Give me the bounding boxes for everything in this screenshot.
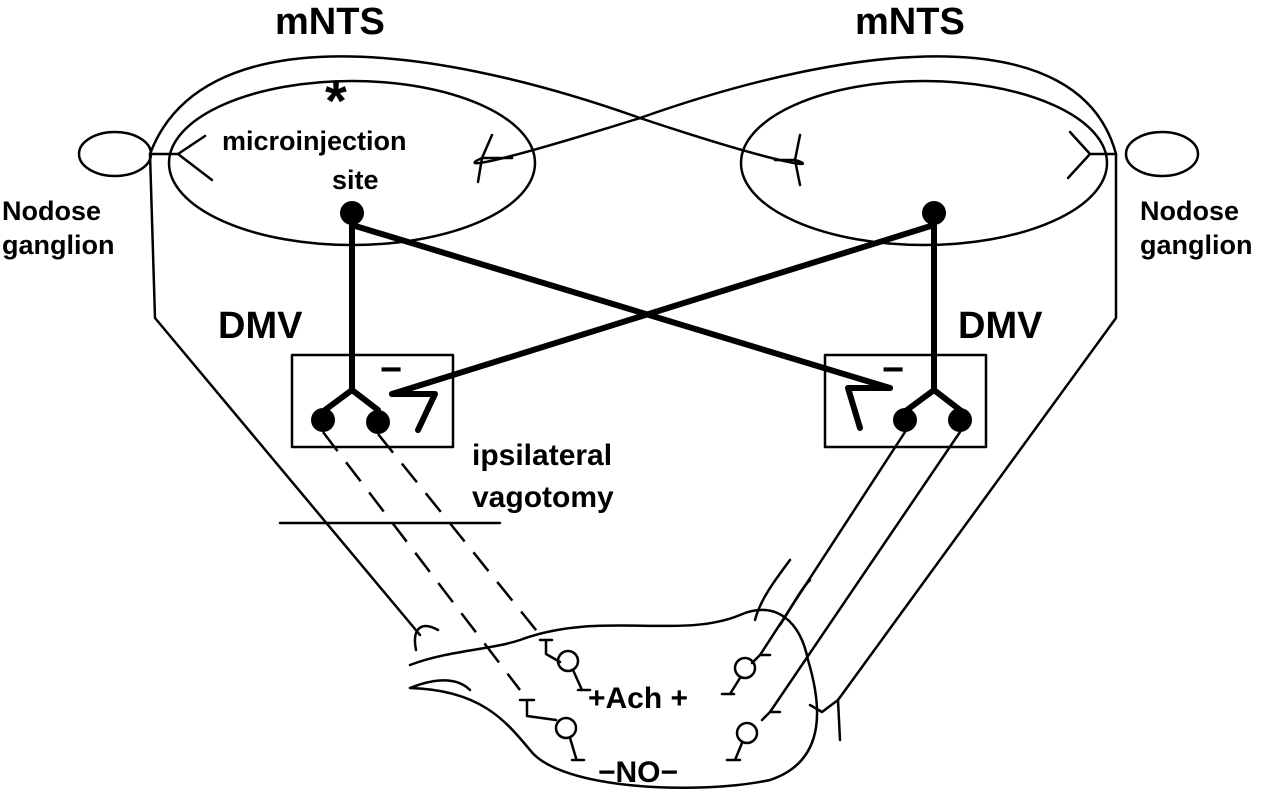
stomach-wall-top-curl — [413, 624, 440, 652]
nodose-left-label-1: Nodose — [2, 196, 101, 226]
dmv-right-minus: − — [882, 349, 904, 391]
nodose-right-label-1: Nodose — [1140, 196, 1239, 226]
dmv-right-fork — [904, 372, 963, 413]
stomach-outline — [408, 608, 819, 789]
efferent-right-2 — [768, 430, 962, 714]
dmv-left-minus: − — [380, 349, 402, 391]
dmv-neuron-left-1 — [311, 408, 335, 432]
mnts-left-label: mNTS — [275, 1, 385, 43]
nts-dmv-projection-left-cross — [349, 222, 893, 391]
terminal-fork-right-outer — [1066, 130, 1118, 180]
dmv-box-right — [823, 353, 988, 449]
dmv-box-left — [290, 353, 455, 449]
afferent-tract-left — [148, 152, 422, 637]
afferent-fiber-left-to-right — [148, 55, 805, 166]
dmv-right-inhibitory-terminal — [845, 385, 893, 431]
stomach-wall-lower-curl — [408, 679, 472, 692]
asterisk-marker: * — [325, 69, 347, 132]
enteric-neuron-no-left — [518, 698, 586, 762]
dmv-neuron-left-2 — [366, 410, 390, 434]
dmv-left-fork — [322, 372, 381, 413]
dmv-left-inhibitory-terminal — [389, 391, 438, 433]
enteric-neuron-ach-right — [720, 653, 772, 696]
terminal-fork-right-inner — [773, 133, 802, 187]
dmv-neuron-right-2 — [948, 408, 972, 432]
enteric-neuron-ach-left — [538, 638, 592, 692]
nodose-left-label-2: ganglion — [2, 230, 114, 260]
nts-dmv-projection-right-cross — [389, 222, 937, 397]
microinjection-label-2: site — [332, 165, 379, 195]
stomach-esophagus-left — [753, 558, 792, 622]
vagotomy-label-2: vagotomy — [472, 481, 614, 514]
no-label: −NO− — [598, 756, 678, 789]
nodose-right-label-2: ganglion — [1140, 230, 1252, 260]
mnts-right-label: mNTS — [855, 1, 965, 43]
afferent-tract-right — [836, 152, 1118, 702]
efferent-left-2-cut — [377, 433, 541, 636]
dmv-right-label: DMV — [958, 305, 1043, 347]
afferent-fiber-right-to-left — [473, 55, 1118, 165]
nodose-ganglion-left — [77, 130, 153, 178]
nodose-ganglion-right — [1124, 130, 1200, 178]
dmv-neuron-right-1 — [893, 408, 917, 432]
terminal-fork-left-inner — [476, 133, 514, 184]
terminal-fork-left-outer — [148, 134, 214, 182]
mnts-right-oval — [739, 79, 1109, 247]
vagotomy-label-1: ipsilateral — [472, 439, 612, 472]
microinjection-label-1: microinjection — [222, 126, 407, 156]
stomach-esophagus-right — [778, 578, 812, 627]
dmv-left-label: DMV — [218, 305, 303, 347]
enteric-neuron-no-right — [725, 710, 782, 762]
ach-label: +Ach + — [588, 682, 688, 715]
